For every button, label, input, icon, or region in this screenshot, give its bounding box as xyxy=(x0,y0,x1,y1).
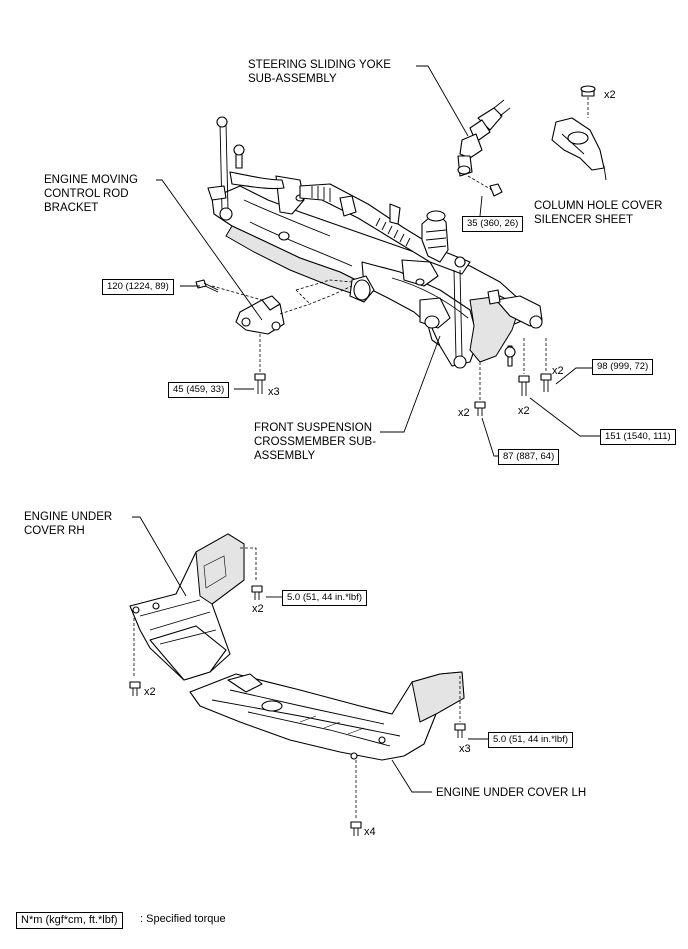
label-front-crossmember: FRONT SUSPENSION CROSSMEMBER SUB- ASSEMB… xyxy=(254,422,377,462)
bolt-45 xyxy=(254,373,266,394)
qty-lower-right-bolts: x2 xyxy=(552,365,564,377)
bolt-lh-right xyxy=(454,723,466,738)
legend-unit-box: N*m (kgf*cm, ft.*lbf) xyxy=(16,912,123,929)
leader-lines xyxy=(132,65,607,793)
stabilizer-links xyxy=(207,116,543,369)
bolt-lh-bottom xyxy=(350,821,362,836)
qty-column-clip: x2 xyxy=(604,89,616,101)
torque-box-120: 120 (1224, 89) xyxy=(102,279,174,295)
engine-under-cover-rh xyxy=(129,533,257,681)
torque-box-98: 98 (999, 72) xyxy=(592,359,654,375)
label-column-hole-cover: COLUMN HOLE COVER SILENCER SHEET xyxy=(534,200,663,226)
qty-lh-cover-bottom: x4 xyxy=(364,826,376,838)
torque-box-5-upper: 5.0 (51, 44 in.*lbf) xyxy=(282,590,367,606)
qty-rh-cover-top: x2 xyxy=(252,603,264,615)
bolt-rh-left xyxy=(129,681,141,696)
torque-box-151: 151 (1540, 111) xyxy=(600,429,676,445)
qty-lh-cover-right: x3 xyxy=(459,743,471,755)
qty-rh-cover-left: x2 xyxy=(144,686,156,698)
label-engine-moving-bracket: ENGINE MOVING CONTROL ROD BRACKET xyxy=(44,174,138,214)
engine-under-cover-lh xyxy=(189,671,465,820)
legend-description: : Specified torque xyxy=(140,913,226,925)
label-engine-under-cover-lh: ENGINE UNDER COVER LH xyxy=(436,787,587,799)
steering-gear-rack xyxy=(299,183,471,275)
torque-box-5-lower: 5.0 (51, 44 in.*lbf) xyxy=(488,732,573,748)
steering-sliding-yoke xyxy=(457,99,511,177)
label-steering-sliding-yoke: STEERING SLIDING YOKE SUB-ASSEMBLY xyxy=(248,59,391,85)
bolt-151 xyxy=(518,338,530,396)
qty-lower-left-bolts: x2 xyxy=(458,407,470,419)
bolt-35 xyxy=(467,175,503,197)
torque-box-45: 45 (459, 33) xyxy=(168,382,230,398)
front-suspension-crossmember xyxy=(211,175,525,367)
qty-bracket-bolts: x3 xyxy=(268,386,280,398)
bolt-rh-top xyxy=(251,585,263,600)
qty-lower-mid-bolts: x2 xyxy=(518,405,530,417)
torque-box-35: 35 (360, 26) xyxy=(462,216,524,232)
bolt-98 xyxy=(540,338,552,392)
label-engine-under-cover-rh: ENGINE UNDER COVER RH xyxy=(24,511,113,537)
bolt-87 xyxy=(474,362,486,416)
torque-box-87: 87 (887, 64) xyxy=(498,449,560,465)
column-hole-cover-silencer xyxy=(551,85,605,171)
engine-moving-bracket xyxy=(211,279,353,372)
